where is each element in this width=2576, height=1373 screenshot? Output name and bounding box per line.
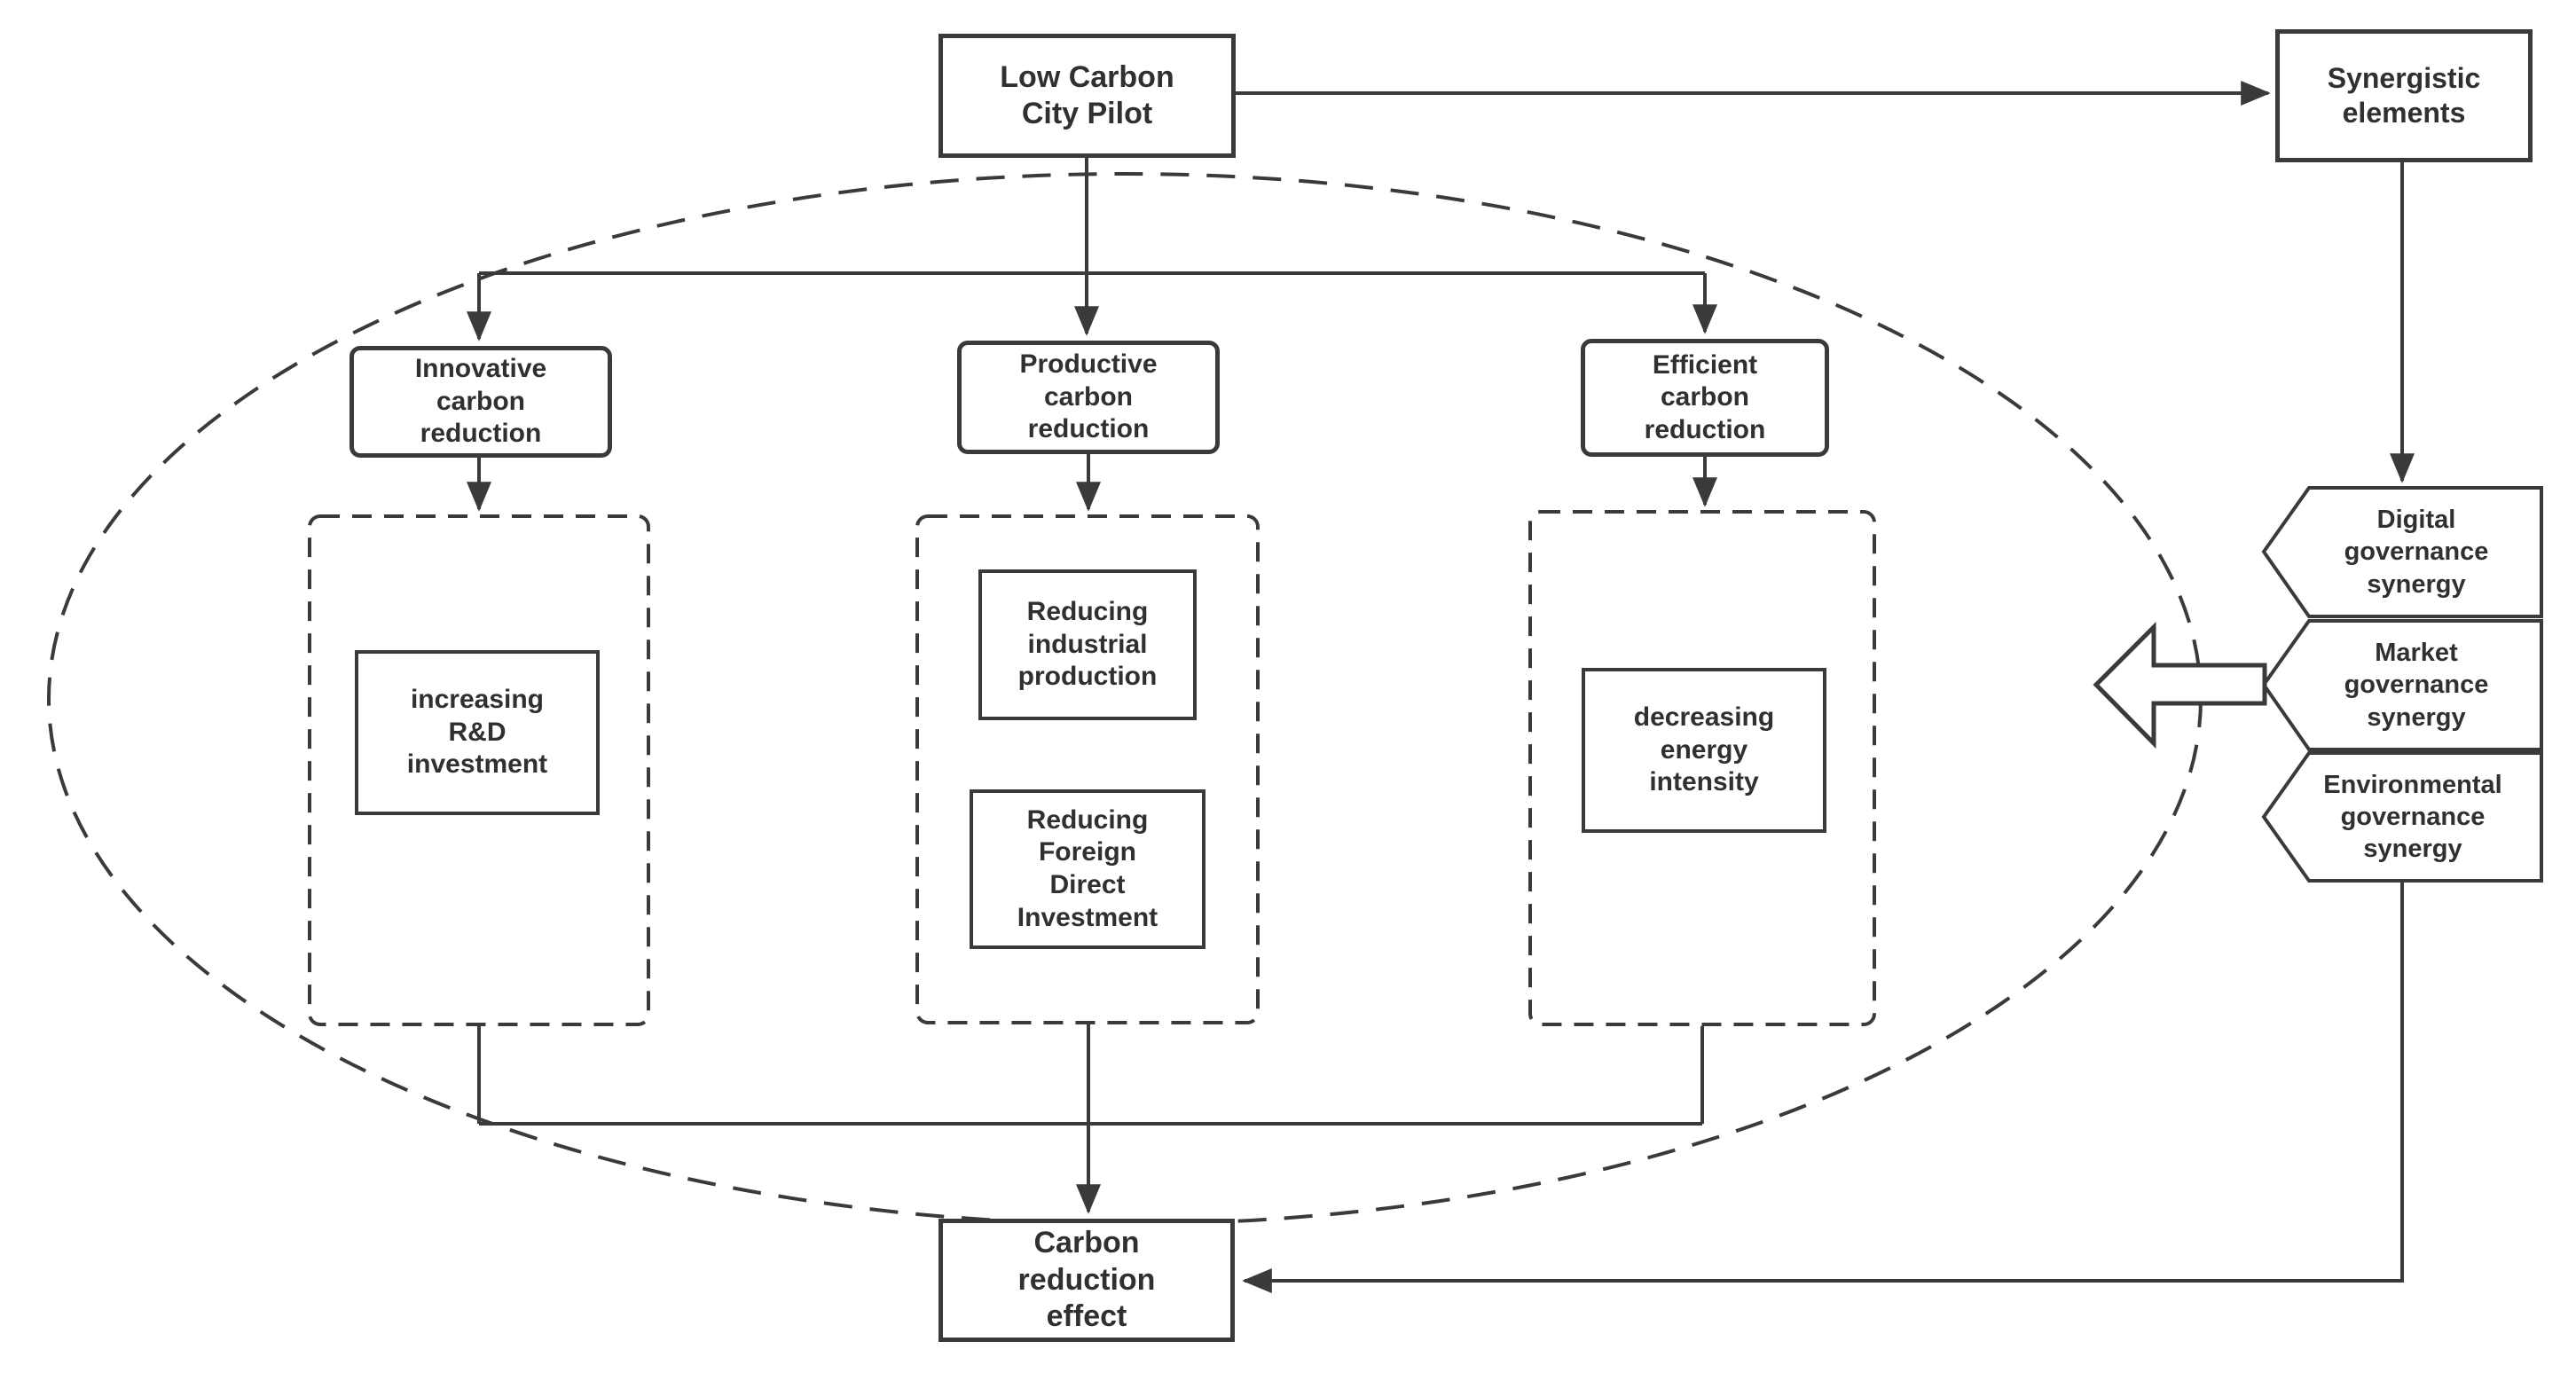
innovative-dashed-container (308, 514, 650, 1026)
big-left-arrow (2093, 621, 2267, 749)
innovative-carbon-reduction-label: Innovative carbon reduction (414, 354, 547, 449)
digital-governance-shape (2261, 486, 2543, 618)
carbon-reduction-effect-box: Carbon reduction effect (939, 1219, 1235, 1342)
environmental-governance-shape (2261, 751, 2543, 883)
market-governance-shape (2261, 619, 2543, 751)
productive-carbon-reduction-box: Productive carbon reduction (957, 341, 1220, 454)
decreasing-energy-intensity-label: decreasing energy intensity (1633, 702, 1775, 797)
digital-governance-synergy-label-box: Digital governance synergy (2293, 490, 2540, 615)
low-carbon-pilot-label: Low Carbon City Pilot (1000, 59, 1174, 130)
increasing-rd-investment-label: increasing R&D investment (406, 685, 548, 780)
reducing-fdi-box: Reducing Foreign Direct Investment (970, 789, 1206, 949)
environmental-governance-synergy-label-box: Environmental governance synergy (2283, 755, 2542, 879)
digital-governance-synergy-label: Digital governance synergy (2344, 506, 2489, 599)
synergistic-elements-label: Synergistic elements (2327, 61, 2481, 129)
synergistic-elements-box: Synergistic elements (2275, 29, 2533, 162)
environmental-governance-synergy-label: Environmental governance synergy (2323, 770, 2502, 864)
increasing-rd-investment-box: increasing R&D investment (355, 650, 600, 815)
carbon-reduction-effect-label: Carbon reduction effect (1017, 1226, 1156, 1334)
productive-dashed-container (915, 514, 1260, 1024)
efficient-dashed-container (1528, 510, 1876, 1026)
efficient-carbon-reduction-label: Efficient carbon reduction (1644, 349, 1766, 444)
productive-carbon-reduction-label: Productive carbon reduction (1019, 349, 1158, 444)
reducing-fdi-label: Reducing Foreign Direct Investment (1017, 804, 1158, 932)
reducing-industrial-production-label: Reducing industrial production (1017, 597, 1158, 692)
edge-governance-to-effect (1242, 881, 2404, 1293)
market-governance-synergy-label: Market governance synergy (2344, 639, 2489, 732)
low-carbon-pilot-box: Low Carbon City Pilot (939, 34, 1236, 158)
reducing-industrial-production-box: Reducing industrial production (978, 569, 1197, 720)
market-governance-synergy-label-box: Market governance synergy (2293, 623, 2540, 748)
innovative-carbon-reduction-box: Innovative carbon reduction (349, 346, 612, 458)
decreasing-energy-intensity-box: decreasing energy intensity (1582, 668, 1826, 833)
efficient-carbon-reduction-box: Efficient carbon reduction (1581, 339, 1829, 457)
